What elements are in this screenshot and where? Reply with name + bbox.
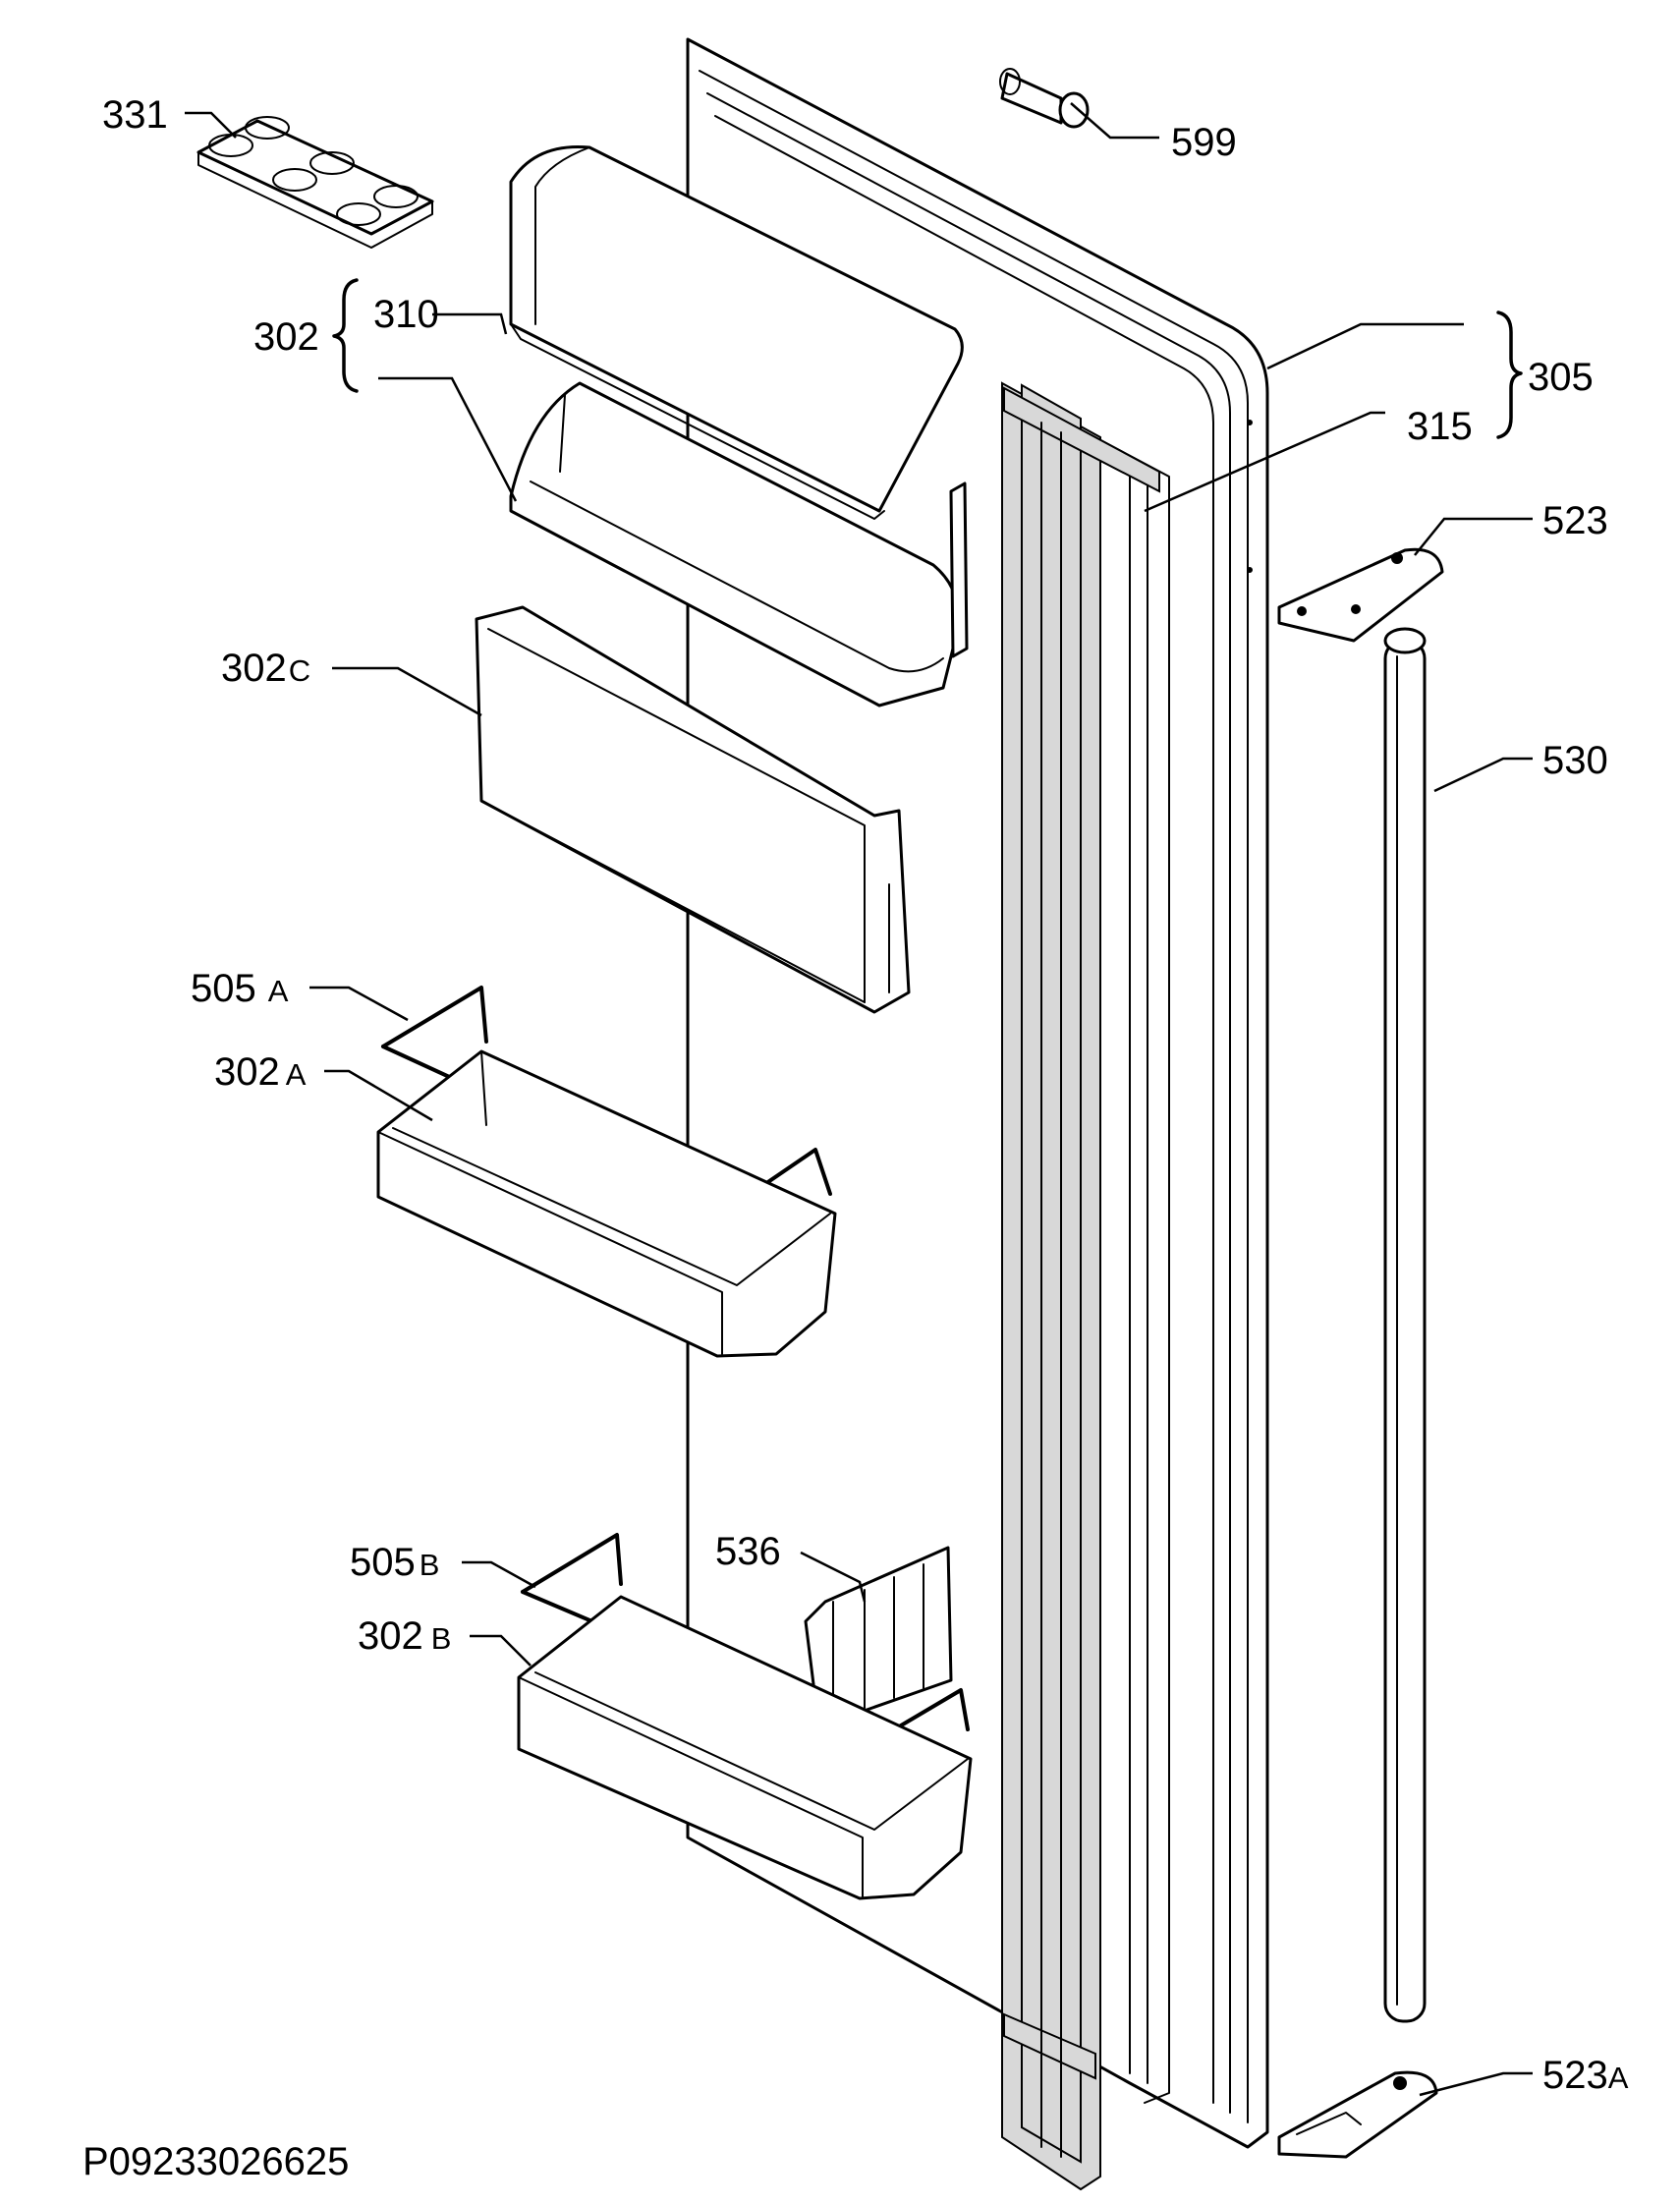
label-302: 302 bbox=[253, 315, 319, 359]
label-530: 530 bbox=[1542, 739, 1608, 782]
cylinder-599 bbox=[999, 68, 1090, 129]
bin-302 bbox=[509, 381, 969, 707]
lid-310 bbox=[509, 144, 964, 520]
egg-tray-331 bbox=[196, 116, 434, 249]
label-305: 305 bbox=[1528, 356, 1594, 399]
label-599: 599 bbox=[1171, 121, 1237, 164]
part-labels: 331 599 302 310 305 315 523 302C 530 505… bbox=[83, 93, 1629, 2183]
braces bbox=[332, 278, 1523, 439]
label-315: 315 bbox=[1407, 405, 1473, 448]
label-536: 536 bbox=[715, 1530, 781, 1573]
drawing-code: P09233026625 bbox=[83, 2140, 349, 2183]
label-310: 310 bbox=[373, 293, 439, 336]
bin-302B bbox=[517, 1595, 973, 1900]
tube-530 bbox=[1383, 627, 1427, 2023]
label-523A: 523A bbox=[1542, 2054, 1629, 2097]
hinge-523A bbox=[1277, 2070, 1438, 2159]
label-523: 523 bbox=[1542, 499, 1608, 542]
label-331: 331 bbox=[102, 93, 168, 137]
hinge-523 bbox=[1277, 547, 1444, 643]
leader-lines bbox=[185, 102, 1533, 2097]
bin-302A bbox=[376, 1049, 837, 1358]
label-302C: 302C bbox=[221, 647, 310, 690]
tray-302C bbox=[475, 605, 911, 1014]
